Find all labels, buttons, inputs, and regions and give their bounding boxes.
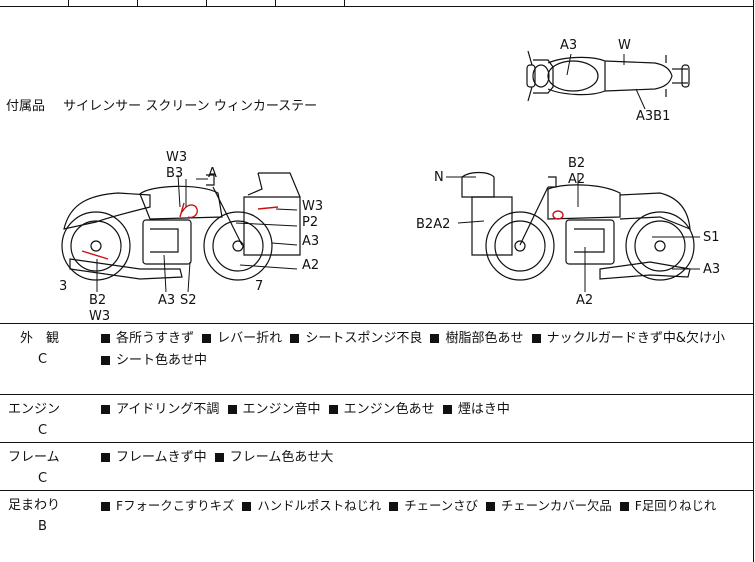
- bullet-square-icon: [485, 501, 495, 511]
- label-left-b3: B3: [166, 166, 183, 181]
- label-right-b2a2: B2A2: [416, 217, 450, 232]
- label-left-w3b: W3: [302, 199, 323, 214]
- label-top-a3b1: A3B1: [636, 109, 670, 124]
- note-item: 煙はき中: [439, 402, 510, 417]
- accessories-line: 付属品 サイレンサー スクリーン ウィンカーステー: [6, 95, 317, 114]
- top-view-bike: [526, 50, 690, 102]
- note-item: 樹脂部色あせ: [426, 331, 523, 346]
- condition-notes: フレームきず中 フレーム色あせ大: [97, 447, 745, 469]
- label-left-b2: B2: [89, 293, 106, 308]
- leader-lines: [96, 53, 700, 293]
- bullet-square-icon: [430, 333, 440, 343]
- category-grade: C: [38, 471, 48, 486]
- label-right-a3: A3: [703, 262, 720, 277]
- label-top-a3: A3: [560, 38, 577, 53]
- bullet-square-icon: [619, 501, 629, 511]
- label-right-a2b: A2: [576, 293, 593, 308]
- bullet-square-icon: [101, 355, 110, 365]
- bullet-square-icon: [214, 452, 224, 462]
- condition-row-frame: フレーム C フレームきず中 フレーム色あせ大: [0, 443, 753, 491]
- label-left-a3b: A3: [158, 293, 175, 308]
- accessories-label: 付属品: [6, 99, 46, 114]
- label-left-w3: W3: [166, 150, 187, 165]
- note-item: フレーム色あせ大: [211, 450, 333, 465]
- label-right-a2: A2: [568, 172, 585, 187]
- accessory-item: ウィンカーステー: [213, 99, 318, 114]
- condition-notes: アイドリング不調 エンジン音中 エンジン色あせ 煙はき中: [97, 399, 745, 421]
- label-left-w3c: W3: [89, 309, 110, 323]
- bullet-square-icon: [242, 501, 252, 511]
- bullet-square-icon: [227, 404, 237, 414]
- bullet-square-icon: [101, 452, 110, 462]
- category-cell: 外 観 C: [8, 328, 78, 370]
- note-item: Fフォークこすりキズ: [97, 498, 234, 513]
- condition-notes: 各所うすきず レバー折れ シートスポンジ不良 樹脂部色あせ ナックルガードきず中…: [97, 328, 745, 372]
- bullet-square-icon: [101, 501, 110, 511]
- diagram-labels: A3 W A3B1 W3 B3 A W3 P2 A3 A2 7 3 B2 W3 …: [59, 38, 720, 323]
- label-left-s2: S2: [180, 293, 197, 308]
- label-left-3: 3: [59, 279, 67, 294]
- label-left-a2: A2: [302, 258, 319, 273]
- category-grade: B: [38, 519, 47, 534]
- note-item: シートスポンジ不良: [286, 331, 422, 346]
- note-item: チェーンカバー欠品: [482, 498, 612, 513]
- category-cell: エンジン C: [8, 399, 78, 441]
- bullet-square-icon: [328, 404, 338, 414]
- label-left-a3: A3: [302, 234, 319, 249]
- condition-row-exterior: 外 観 C 各所うすきず レバー折れ シートスポンジ不良 樹脂部色あせ ナックル…: [0, 324, 753, 395]
- note-item: ハンドルポストねじれ: [238, 498, 381, 513]
- bullet-square-icon: [290, 333, 300, 343]
- note-item: シート色あせ中: [97, 353, 207, 368]
- label-right-n: N: [434, 170, 444, 185]
- label-left-7: 7: [255, 279, 263, 294]
- left-view-bike: [61, 172, 301, 281]
- note-item: エンジン色あせ: [325, 402, 435, 417]
- category-grade: C: [38, 423, 48, 438]
- label-right-b2: B2: [568, 156, 585, 171]
- bullet-square-icon: [531, 333, 541, 343]
- note-item: チェーンさび: [385, 498, 478, 513]
- accessory-item: サイレンサー: [63, 99, 142, 114]
- note-item: フレームきず中: [97, 450, 207, 465]
- label-left-a: A: [208, 166, 217, 181]
- note-item: F足回りねじれ: [616, 498, 716, 513]
- category-name: フレーム: [8, 450, 60, 465]
- right-view-bike: [461, 171, 695, 281]
- bullet-square-icon: [101, 404, 110, 414]
- condition-row-engine: エンジン C アイドリング不調 エンジン音中 エンジン色あせ 煙はき中: [0, 395, 753, 443]
- category-grade: C: [38, 352, 48, 367]
- bullet-square-icon: [101, 333, 110, 343]
- category-name: エンジン: [8, 402, 61, 417]
- label-top-w: W: [618, 38, 631, 53]
- top-table-strip: [0, 0, 754, 7]
- motorcycle-diagram: A3 W A3B1 W3 B3 A W3 P2 A3 A2 7 3 B2 W3 …: [59, 38, 720, 323]
- damage-marks: [81, 202, 564, 260]
- note-item: レバー折れ: [198, 331, 282, 346]
- note-item: ナックルガードきず中&欠け小: [528, 331, 725, 346]
- category-name: 足まわり: [8, 498, 61, 513]
- bullet-square-icon: [202, 333, 212, 343]
- note-item: エンジン音中: [224, 402, 321, 417]
- label-right-s1: S1: [703, 230, 720, 245]
- note-item: 各所うすきず: [97, 331, 194, 346]
- label-left-p2: P2: [302, 215, 318, 230]
- category-cell: フレーム C: [8, 447, 78, 489]
- category-name: 外 観: [20, 331, 60, 346]
- category-cell: 足まわり B: [8, 495, 78, 537]
- accessory-item: スクリーン: [145, 99, 210, 114]
- condition-row-suspension: 足まわり B Fフォークこすりキズ ハンドルポストねじれ チェーンさび チェーン…: [0, 491, 753, 562]
- condition-table: 外 観 C 各所うすきず レバー折れ シートスポンジ不良 樹脂部色あせ ナックル…: [0, 323, 754, 562]
- damage-diagram: 付属品 サイレンサー スクリーン ウィンカーステー: [0, 7, 754, 323]
- bullet-square-icon: [442, 404, 452, 414]
- bullet-square-icon: [389, 501, 399, 511]
- condition-notes: Fフォークこすりキズ ハンドルポストねじれ チェーンさび チェーンカバー欠品 F…: [97, 495, 745, 517]
- note-item: アイドリング不調: [97, 402, 219, 417]
